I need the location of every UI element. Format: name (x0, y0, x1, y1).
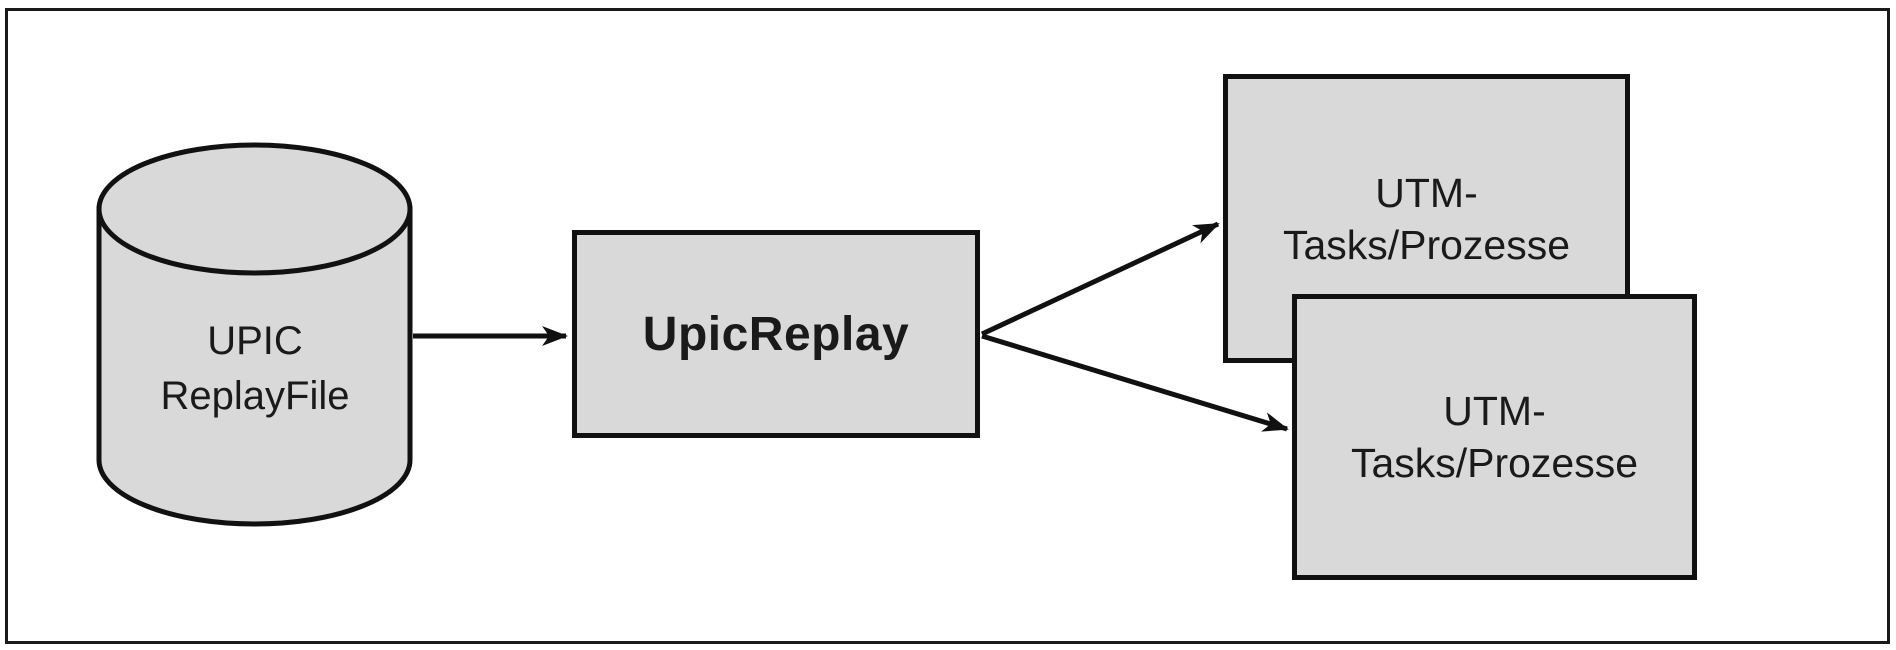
replayfile-cylinder-label: UPIC ReplayFile (99, 314, 411, 424)
arrow-upicreplay-to-utm-back (980, 221, 1220, 337)
utm-tasks-box-front: UTM- Tasks/Prozesse (1292, 294, 1697, 580)
arrow-upicreplay-to-utm-front (981, 333, 1289, 432)
utm-back-label-line1: UTM- (1375, 169, 1478, 216)
utm-front-label-line1: UTM- (1443, 388, 1546, 434)
cylinder-top (96, 142, 413, 276)
cylinder-body (96, 206, 413, 527)
utm-front-label-line2: Tasks/Prozesse (1350, 440, 1639, 486)
utm-back-label-line2: Tasks/Prozesse (1282, 221, 1571, 268)
upicreplay-box: UpicReplay (572, 230, 980, 438)
replayfile-cylinder-shape (96, 142, 413, 527)
replayfile-label-line2: ReplayFile (160, 374, 350, 418)
diagram-outer-border (5, 8, 1890, 644)
replayfile-label-line1: UPIC (207, 319, 303, 363)
upicreplay-box-label: UpicReplay (642, 307, 910, 361)
